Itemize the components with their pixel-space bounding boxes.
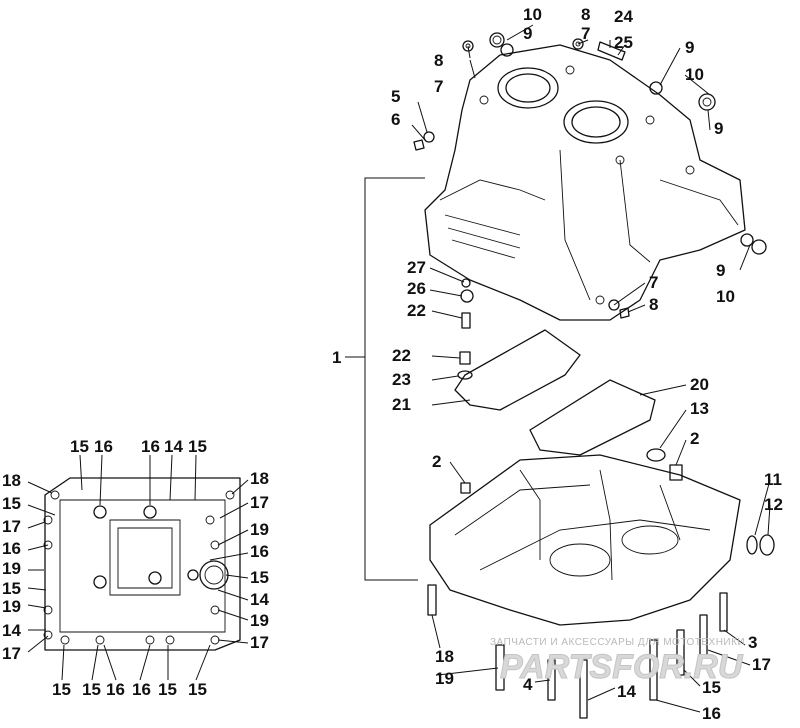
callout-19: 19 [250,520,269,539]
callout-11: 11 [764,470,782,489]
callout-24: 24 [614,7,633,26]
callout-15: 15 [188,437,207,456]
callout-10: 10 [685,65,704,84]
callout-8: 8 [434,51,443,70]
callout-9: 9 [716,261,725,280]
callout-16: 16 [2,539,21,558]
callout-16: 16 [702,704,721,723]
assembly-bracket [345,177,425,581]
callout-labels: 10 9 8 7 24 25 8 7 9 10 9 5 6 1 27 26 22… [2,5,783,723]
callout-15: 15 [52,680,71,699]
callout-23: 23 [392,370,411,389]
callout-14: 14 [617,682,636,701]
callout-25: 25 [614,33,633,52]
callout-9: 9 [685,38,694,57]
callout-1: 1 [332,348,341,367]
plugs-and-fittings [413,32,767,329]
callout-27: 27 [407,258,426,277]
callout-10: 10 [716,287,735,306]
leader-lines [411,24,771,713]
callout-7: 7 [434,77,443,96]
callout-19: 19 [435,669,454,688]
callout-17: 17 [2,644,21,663]
callout-17: 17 [250,493,269,512]
callout-16: 16 [106,680,125,699]
callout-15: 15 [250,568,269,587]
callout-21: 21 [392,395,411,414]
callout-6: 6 [391,110,400,129]
callout-2: 2 [432,452,441,471]
callout-2: 2 [690,429,699,448]
watermark-logo: PARTSFOR.RU [500,648,744,686]
callout-15: 15 [70,437,89,456]
callout-8: 8 [581,5,590,24]
callout-15: 15 [158,680,177,699]
callout-18: 18 [2,471,21,490]
lower-crankcase [429,454,775,626]
callout-17: 17 [2,517,21,536]
callout-17: 17 [752,655,771,674]
callout-16: 16 [250,542,269,561]
callout-19: 19 [2,597,21,616]
callout-14: 14 [250,590,269,609]
callout-26: 26 [407,279,426,298]
callout-14: 14 [164,437,183,456]
callout-5: 5 [391,87,400,106]
callout-7: 7 [649,273,658,292]
callout-15: 15 [82,680,101,699]
callout-15: 15 [702,678,721,697]
callout-7: 7 [581,24,590,43]
baffle-plates [454,329,683,481]
callout-12: 12 [764,495,783,514]
callout-19: 19 [2,559,21,578]
callout-16: 16 [141,437,160,456]
callout-8: 8 [649,295,658,314]
watermark: ЗАПЧАСТИ И АКСЕССУАРЫ ДЛЯ МОТОТЕХНИКИ PA… [490,637,745,687]
callout-9: 9 [714,119,723,138]
callout-22: 22 [407,301,426,320]
callout-4: 4 [523,675,533,694]
watermark-tagline: ЗАПЧАСТИ И АКСЕССУАРЫ ДЛЯ МОТОТЕХНИКИ [490,637,745,648]
callout-22: 22 [392,346,411,365]
leader-lines-left [27,454,249,681]
callout-19: 19 [250,611,269,630]
callout-16: 16 [94,437,113,456]
callout-18: 18 [250,469,269,488]
callout-18: 18 [435,647,454,666]
upper-crankcase [424,44,746,321]
callout-10: 10 [523,5,542,24]
callout-14: 14 [2,621,21,640]
callout-15: 15 [2,494,21,513]
callout-9: 9 [523,24,532,43]
callout-15: 15 [2,579,21,598]
callout-17: 17 [250,633,269,652]
callout-3: 3 [748,633,757,652]
crankcase-bottom-view [43,477,241,651]
callout-15: 15 [188,680,207,699]
callout-20: 20 [690,375,709,394]
callout-16: 16 [132,680,151,699]
callout-13: 13 [690,399,709,418]
